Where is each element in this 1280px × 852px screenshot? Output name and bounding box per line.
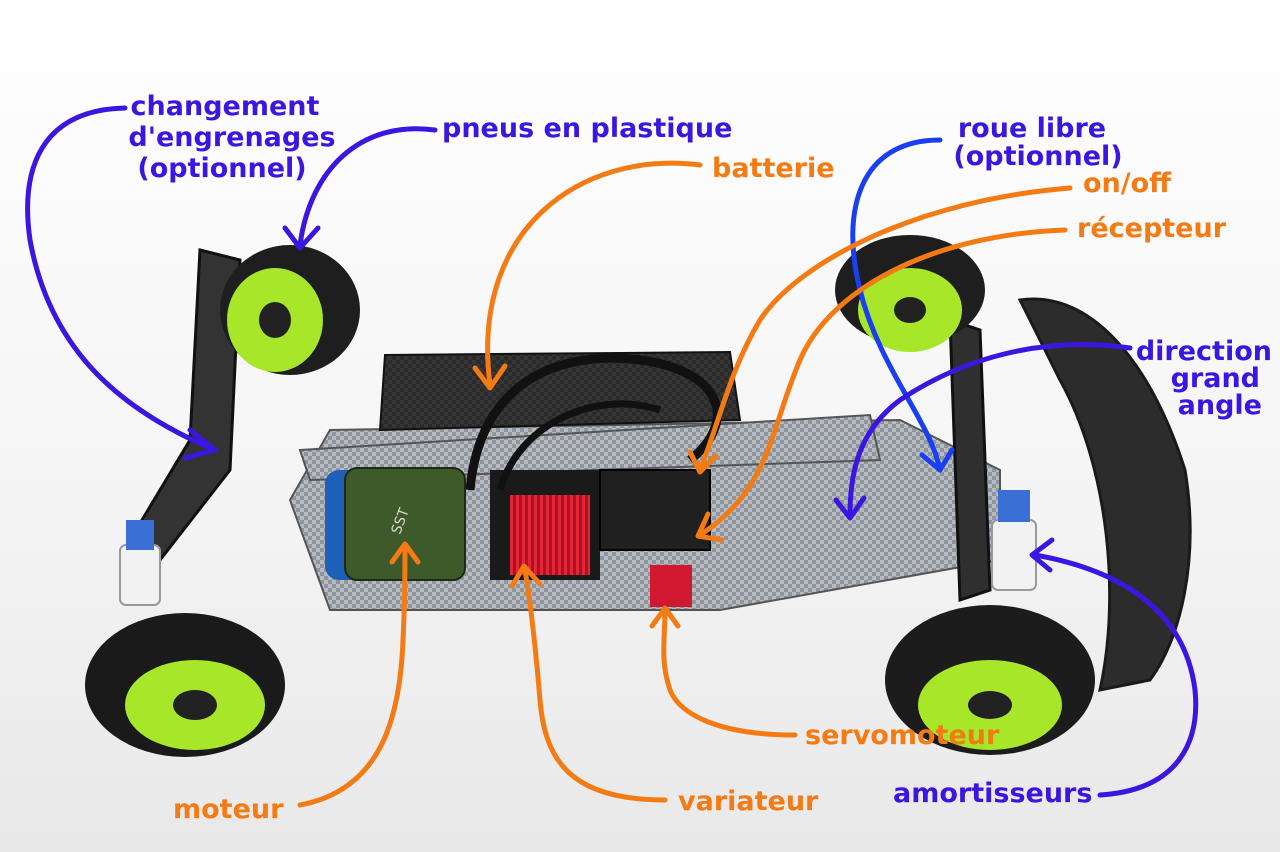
- receiver-box: [599, 469, 711, 551]
- label-direction-3: angle: [1178, 390, 1262, 421]
- annotation-labels: changement d'engrenages (optionnel) pneu…: [128, 91, 1272, 825]
- annotation-arrows: [25, 105, 1199, 808]
- arrow-changement: [25, 105, 218, 453]
- front-right-wheel: [835, 235, 985, 352]
- arrow-on-off: [697, 185, 1073, 473]
- battery-wire-loop-2: [496, 400, 662, 491]
- arrow-pneus: [297, 126, 438, 248]
- label-on-off: on/off: [1083, 168, 1172, 199]
- rear-right-wheel: [220, 245, 360, 375]
- arrow-direction: [847, 342, 1133, 518]
- rear-left-wheel: [85, 613, 285, 757]
- front-shock-tower: [948, 317, 992, 603]
- rc-car-chassis: SST: [85, 235, 1192, 757]
- label-direction-1: direction: [1136, 336, 1272, 367]
- arrow-moteur: [297, 542, 408, 808]
- label-roue-libre-1: roue libre: [958, 113, 1106, 144]
- label-recepteur: récepteur: [1077, 213, 1227, 244]
- upper-deck: [298, 413, 882, 482]
- label-changement-3: (optionnel): [137, 153, 306, 184]
- label-changement-2: d'engrenages: [128, 122, 335, 153]
- front-left-wheel: [885, 605, 1095, 755]
- label-batterie: batterie: [712, 153, 835, 184]
- arrow-batterie: [485, 160, 703, 388]
- front-shock: [991, 490, 1037, 591]
- label-moteur: moteur: [173, 794, 284, 825]
- label-direction-2: grand: [1171, 363, 1260, 394]
- front-bumper-foam: [1017, 297, 1192, 692]
- arrow-amortisseurs: [1032, 552, 1199, 798]
- label-changement-1: changement: [131, 91, 320, 122]
- arrow-variateur: [522, 567, 668, 803]
- label-servomoteur: servomoteur: [805, 720, 1000, 751]
- label-variateur: variateur: [678, 786, 819, 817]
- rear-shock: [119, 520, 161, 606]
- motor: SST: [325, 467, 466, 581]
- arrow-recepteur: [697, 227, 1068, 538]
- label-roue-libre-2: (optionnel): [953, 141, 1122, 172]
- arrow-servomoteur: [661, 607, 798, 738]
- servo-red: [650, 565, 692, 607]
- label-amortisseurs: amortisseurs: [893, 778, 1092, 809]
- esc-speed-controller: [490, 470, 600, 580]
- label-pneus: pneus en plastique: [442, 113, 732, 144]
